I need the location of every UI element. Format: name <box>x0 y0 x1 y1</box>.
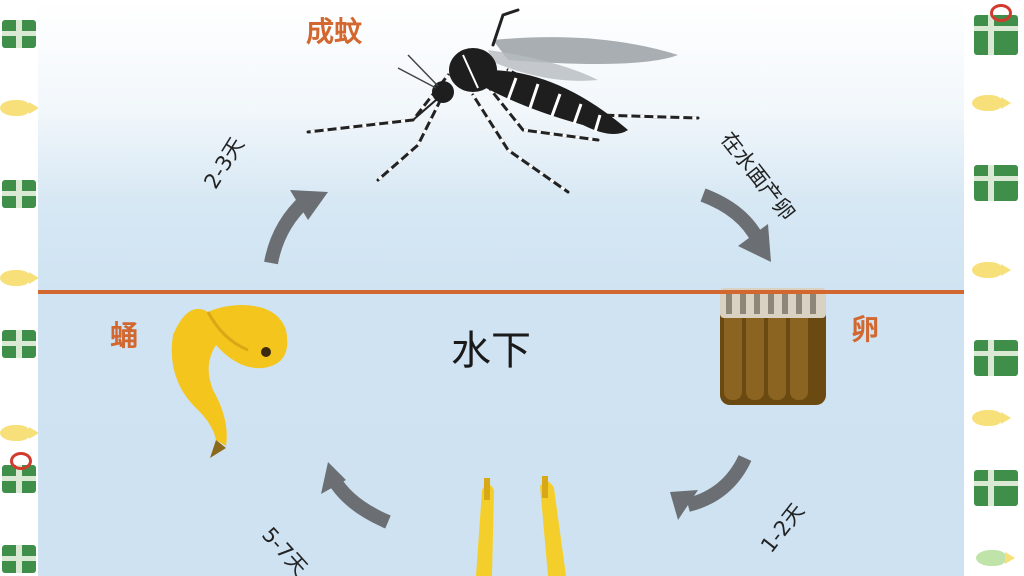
stage-label-pupa: 蛹 <box>110 319 139 352</box>
egg-raft-illustration <box>720 288 826 405</box>
underwater-label: 水下 <box>451 328 531 374</box>
arrow-egg-to-larva <box>686 454 752 512</box>
fish-icon <box>0 425 38 441</box>
larva-illustration <box>476 476 566 576</box>
fish-icon <box>0 270 38 286</box>
arrow-pupa-to-adult <box>264 194 311 265</box>
gift-box-icon <box>2 180 36 208</box>
gift-box-icon <box>2 330 36 358</box>
water-surface-line <box>38 290 964 294</box>
fish-icon <box>972 410 1011 426</box>
gift-box-icon <box>2 20 36 48</box>
gift-box-icon <box>974 340 1018 376</box>
fish-icon <box>976 550 1015 566</box>
fish-icon <box>972 95 1011 111</box>
bow-icon <box>10 452 32 470</box>
gift-box-icon <box>974 165 1018 201</box>
pupa-illustration <box>171 305 288 458</box>
fish-icon <box>0 100 38 116</box>
arrow-larva-to-pupa <box>326 474 391 529</box>
adult-mosquito-illustration <box>306 8 700 194</box>
left-decorative-border <box>0 0 38 576</box>
bow-icon <box>990 4 1012 22</box>
diagram-graphics <box>171 8 826 576</box>
right-decorative-border <box>964 0 1024 576</box>
arrow-heads <box>290 190 771 520</box>
fish-icon <box>972 262 1011 278</box>
gift-box-icon <box>974 470 1018 506</box>
stage-label-adult: 成蚊 <box>306 15 363 48</box>
stage-label-egg: 卵 <box>851 313 880 346</box>
lifecycle-diagram: 成蚊 蛹 卵 水下 2-3天 在水面产卵 1-2天 5-7天 <box>38 0 964 576</box>
arrow-adult-to-egg <box>700 188 765 244</box>
gift-box-icon <box>2 545 36 573</box>
gift-box-icon <box>974 15 1018 55</box>
